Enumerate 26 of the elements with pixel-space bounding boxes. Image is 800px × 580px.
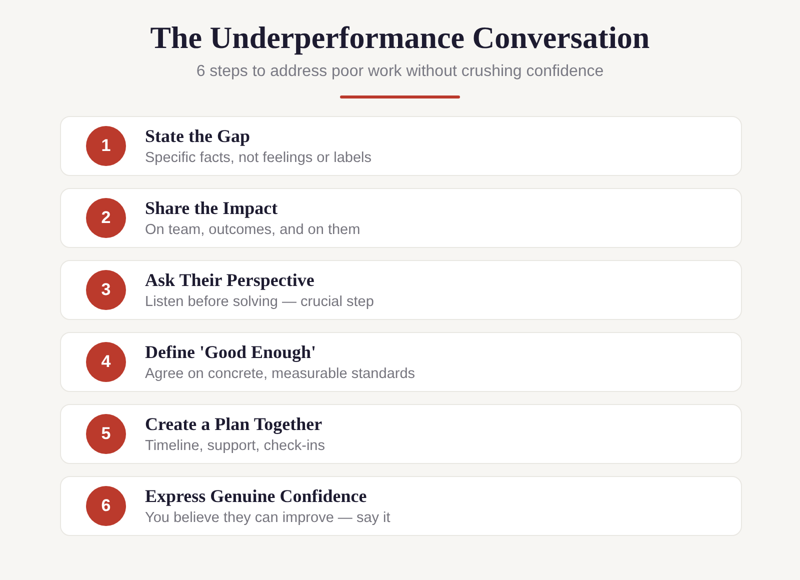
step-card (60, 332, 742, 392)
step-number-badge: 3 (86, 270, 126, 310)
step-number-badge: 2 (86, 198, 126, 238)
step-card (60, 476, 742, 536)
step-title: Express Genuine Confidence (145, 485, 367, 507)
step-title: Share the Impact (145, 197, 278, 219)
diagram-title: The Underperformance Conversation (150, 19, 650, 57)
step-number-badge: 1 (86, 126, 126, 166)
step-number-badge: 4 (86, 342, 126, 382)
step-description: On team, outcomes, and on them (145, 221, 360, 239)
step-card (60, 188, 742, 248)
step-description: Listen before solving — crucial step (145, 293, 374, 311)
step-number-badge: 5 (86, 414, 126, 454)
step-card (60, 260, 742, 320)
step-description: Agree on concrete, measurable standards (145, 365, 416, 383)
step-title: State the Gap (145, 125, 250, 147)
step-description: Timeline, support, check-ins (145, 437, 325, 455)
step-title: Define 'Good Enough' (145, 341, 316, 363)
step-card (60, 116, 742, 176)
step-title: Create a Plan Together (145, 413, 322, 435)
step-card (60, 404, 742, 464)
step-description: You believe they can improve — say it (145, 509, 390, 527)
step-title: Ask Their Perspective (145, 269, 314, 291)
step-number-badge: 6 (86, 486, 126, 526)
subtitle: 6 steps to address poor work without crushing confidence (196, 62, 604, 82)
step-description: Specific facts, not feelings or labels (145, 149, 372, 167)
